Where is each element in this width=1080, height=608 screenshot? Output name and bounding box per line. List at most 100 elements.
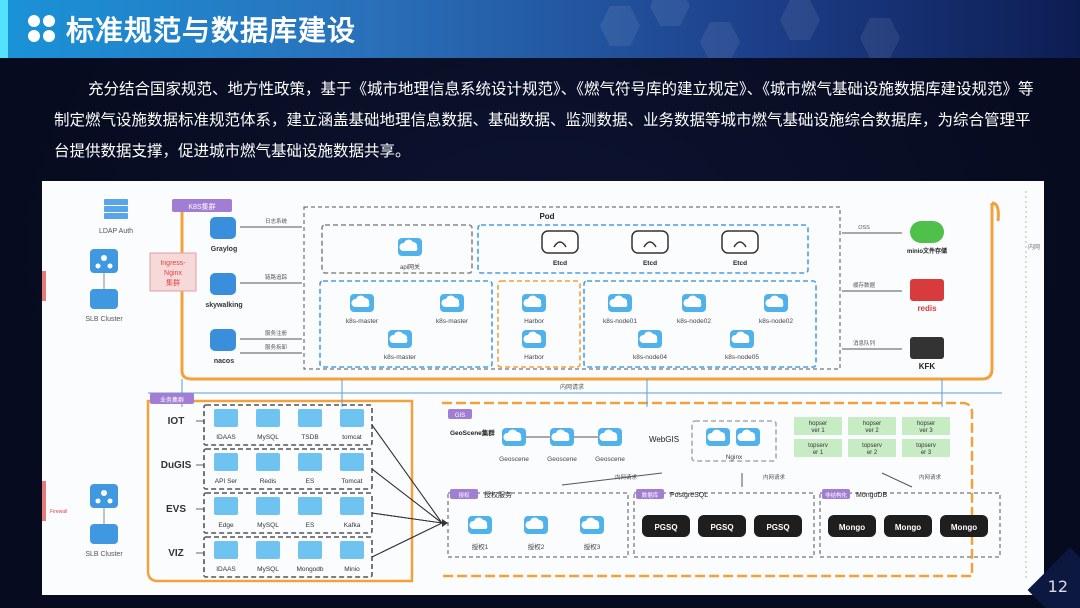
geoscene-label: Geoscene	[595, 456, 625, 463]
hopser-label: topserv	[862, 443, 882, 449]
cloud-glyph	[469, 517, 488, 529]
ingress-label: Nginx	[164, 270, 182, 277]
cloud-glyph	[523, 295, 542, 307]
biz-service-icon	[256, 453, 280, 471]
ingress-box	[149, 252, 197, 292]
ingress-label: Ingress-	[160, 260, 186, 267]
biz-service-label: Edge	[218, 522, 234, 529]
biz-service-label: IDAAS	[216, 434, 236, 441]
biz-service-icon	[298, 409, 322, 427]
biz-arrow	[371, 512, 443, 524]
auth-box	[447, 492, 629, 558]
mongo-db-icon	[884, 515, 932, 537]
network-node	[101, 490, 107, 496]
firewall-bar	[42, 481, 46, 521]
hopser-box	[848, 439, 896, 457]
biz-group-label: IOT	[168, 416, 185, 427]
mongo-db-label: Mongo	[839, 523, 865, 532]
cloud-glyph	[523, 331, 542, 343]
pg-db-label: PGSQ	[710, 523, 733, 532]
right-service-label: KFK	[919, 362, 936, 371]
hopser-box	[902, 417, 950, 435]
hopser-box	[848, 417, 896, 435]
biz-frame	[146, 399, 414, 583]
cloud-glyph	[551, 429, 570, 441]
right-link-label: 缓存数据	[853, 281, 876, 289]
hopser-label: hopser	[917, 421, 935, 427]
biz-service-icon	[298, 497, 322, 515]
network-node	[101, 255, 107, 261]
network-icon	[90, 524, 118, 544]
biz-arrow	[371, 522, 443, 558]
cloud-glyph	[351, 295, 370, 307]
pg-db-label: PGSQ	[766, 523, 789, 532]
side-service-label: Graylog	[211, 246, 237, 253]
gis-tag-label: GIS	[455, 413, 465, 419]
biz-service-icon	[256, 541, 280, 559]
pod-title: Pod	[539, 212, 554, 221]
mongo-tag	[822, 489, 850, 499]
ingress-label: 集群	[166, 278, 180, 287]
cloud-glyph	[581, 517, 600, 529]
pg-title: PostgreSQL	[670, 492, 708, 499]
biz-group-label: VIZ	[168, 548, 184, 559]
biz-service-icon	[298, 541, 322, 559]
biz-service-label: MySQL	[257, 566, 279, 573]
ldap-server-icon	[104, 206, 128, 212]
pg-db-icon	[642, 515, 690, 537]
pg-db-icon	[698, 515, 746, 537]
firewall-bar	[42, 271, 46, 301]
master-label: k8s-master	[436, 318, 469, 325]
side-service-label: nacos	[214, 358, 234, 365]
intranet-label: 内网请求	[763, 473, 786, 481]
pg-tag-label: 数据库	[642, 491, 659, 499]
sync-icon	[210, 217, 236, 239]
biz-service-label: IDAAS	[216, 566, 236, 573]
biz-group-label: EVS	[166, 504, 186, 515]
intranet-label: 内网请求	[560, 383, 584, 391]
clover-icon	[28, 15, 56, 43]
arrowhead	[442, 519, 448, 527]
hopser-label: hopser	[809, 421, 827, 427]
slb-label: SLB Cluster	[85, 316, 123, 323]
slb-label: SLB Cluster	[85, 551, 123, 558]
cloud-glyph	[609, 295, 628, 307]
biz-service-label: Mongodb	[296, 566, 323, 573]
cloud-glyph	[599, 429, 618, 441]
network-node	[107, 498, 113, 504]
ldap-server-icon	[104, 199, 128, 205]
auth-tag	[450, 489, 478, 499]
biz-service-label: Minio	[344, 566, 360, 573]
hopser-box	[794, 417, 842, 435]
hopser-label: er 2	[867, 450, 878, 456]
title-bar	[0, 0, 1080, 58]
ldap-label: LDAP Auth	[99, 228, 133, 235]
api-gateway-box	[321, 224, 473, 274]
biz-service-icon	[256, 409, 280, 427]
side-link-label: 日志系统	[265, 217, 288, 225]
title-accent-strip	[0, 0, 8, 58]
geoscene-label: Geoscene	[499, 456, 529, 463]
hopser-box	[902, 439, 950, 457]
auth-title: 授权服务	[484, 490, 512, 499]
cloud-glyph	[639, 331, 658, 343]
mongo-box	[819, 492, 1001, 558]
biz-service-label: TSDB	[301, 434, 318, 441]
right-link-label: OSS	[858, 225, 870, 231]
node-label: k8s-node02	[759, 318, 793, 325]
mongo-db-label: Mongo	[951, 523, 977, 532]
auth-label: 授权2	[528, 542, 545, 551]
mongo-title: MongoDB	[856, 492, 887, 499]
side-link-label: 服务注册	[265, 329, 288, 337]
cloud-glyph	[399, 239, 418, 251]
cloud-glyph	[525, 517, 544, 529]
pg-tag	[636, 489, 664, 499]
biz-service-label: Redis	[260, 478, 277, 485]
pg-box	[633, 492, 815, 558]
side-link-label: 服务拆卸	[265, 343, 288, 351]
cloud-glyph	[441, 295, 460, 307]
biz-arrow	[371, 468, 443, 524]
network-icon	[90, 289, 118, 309]
